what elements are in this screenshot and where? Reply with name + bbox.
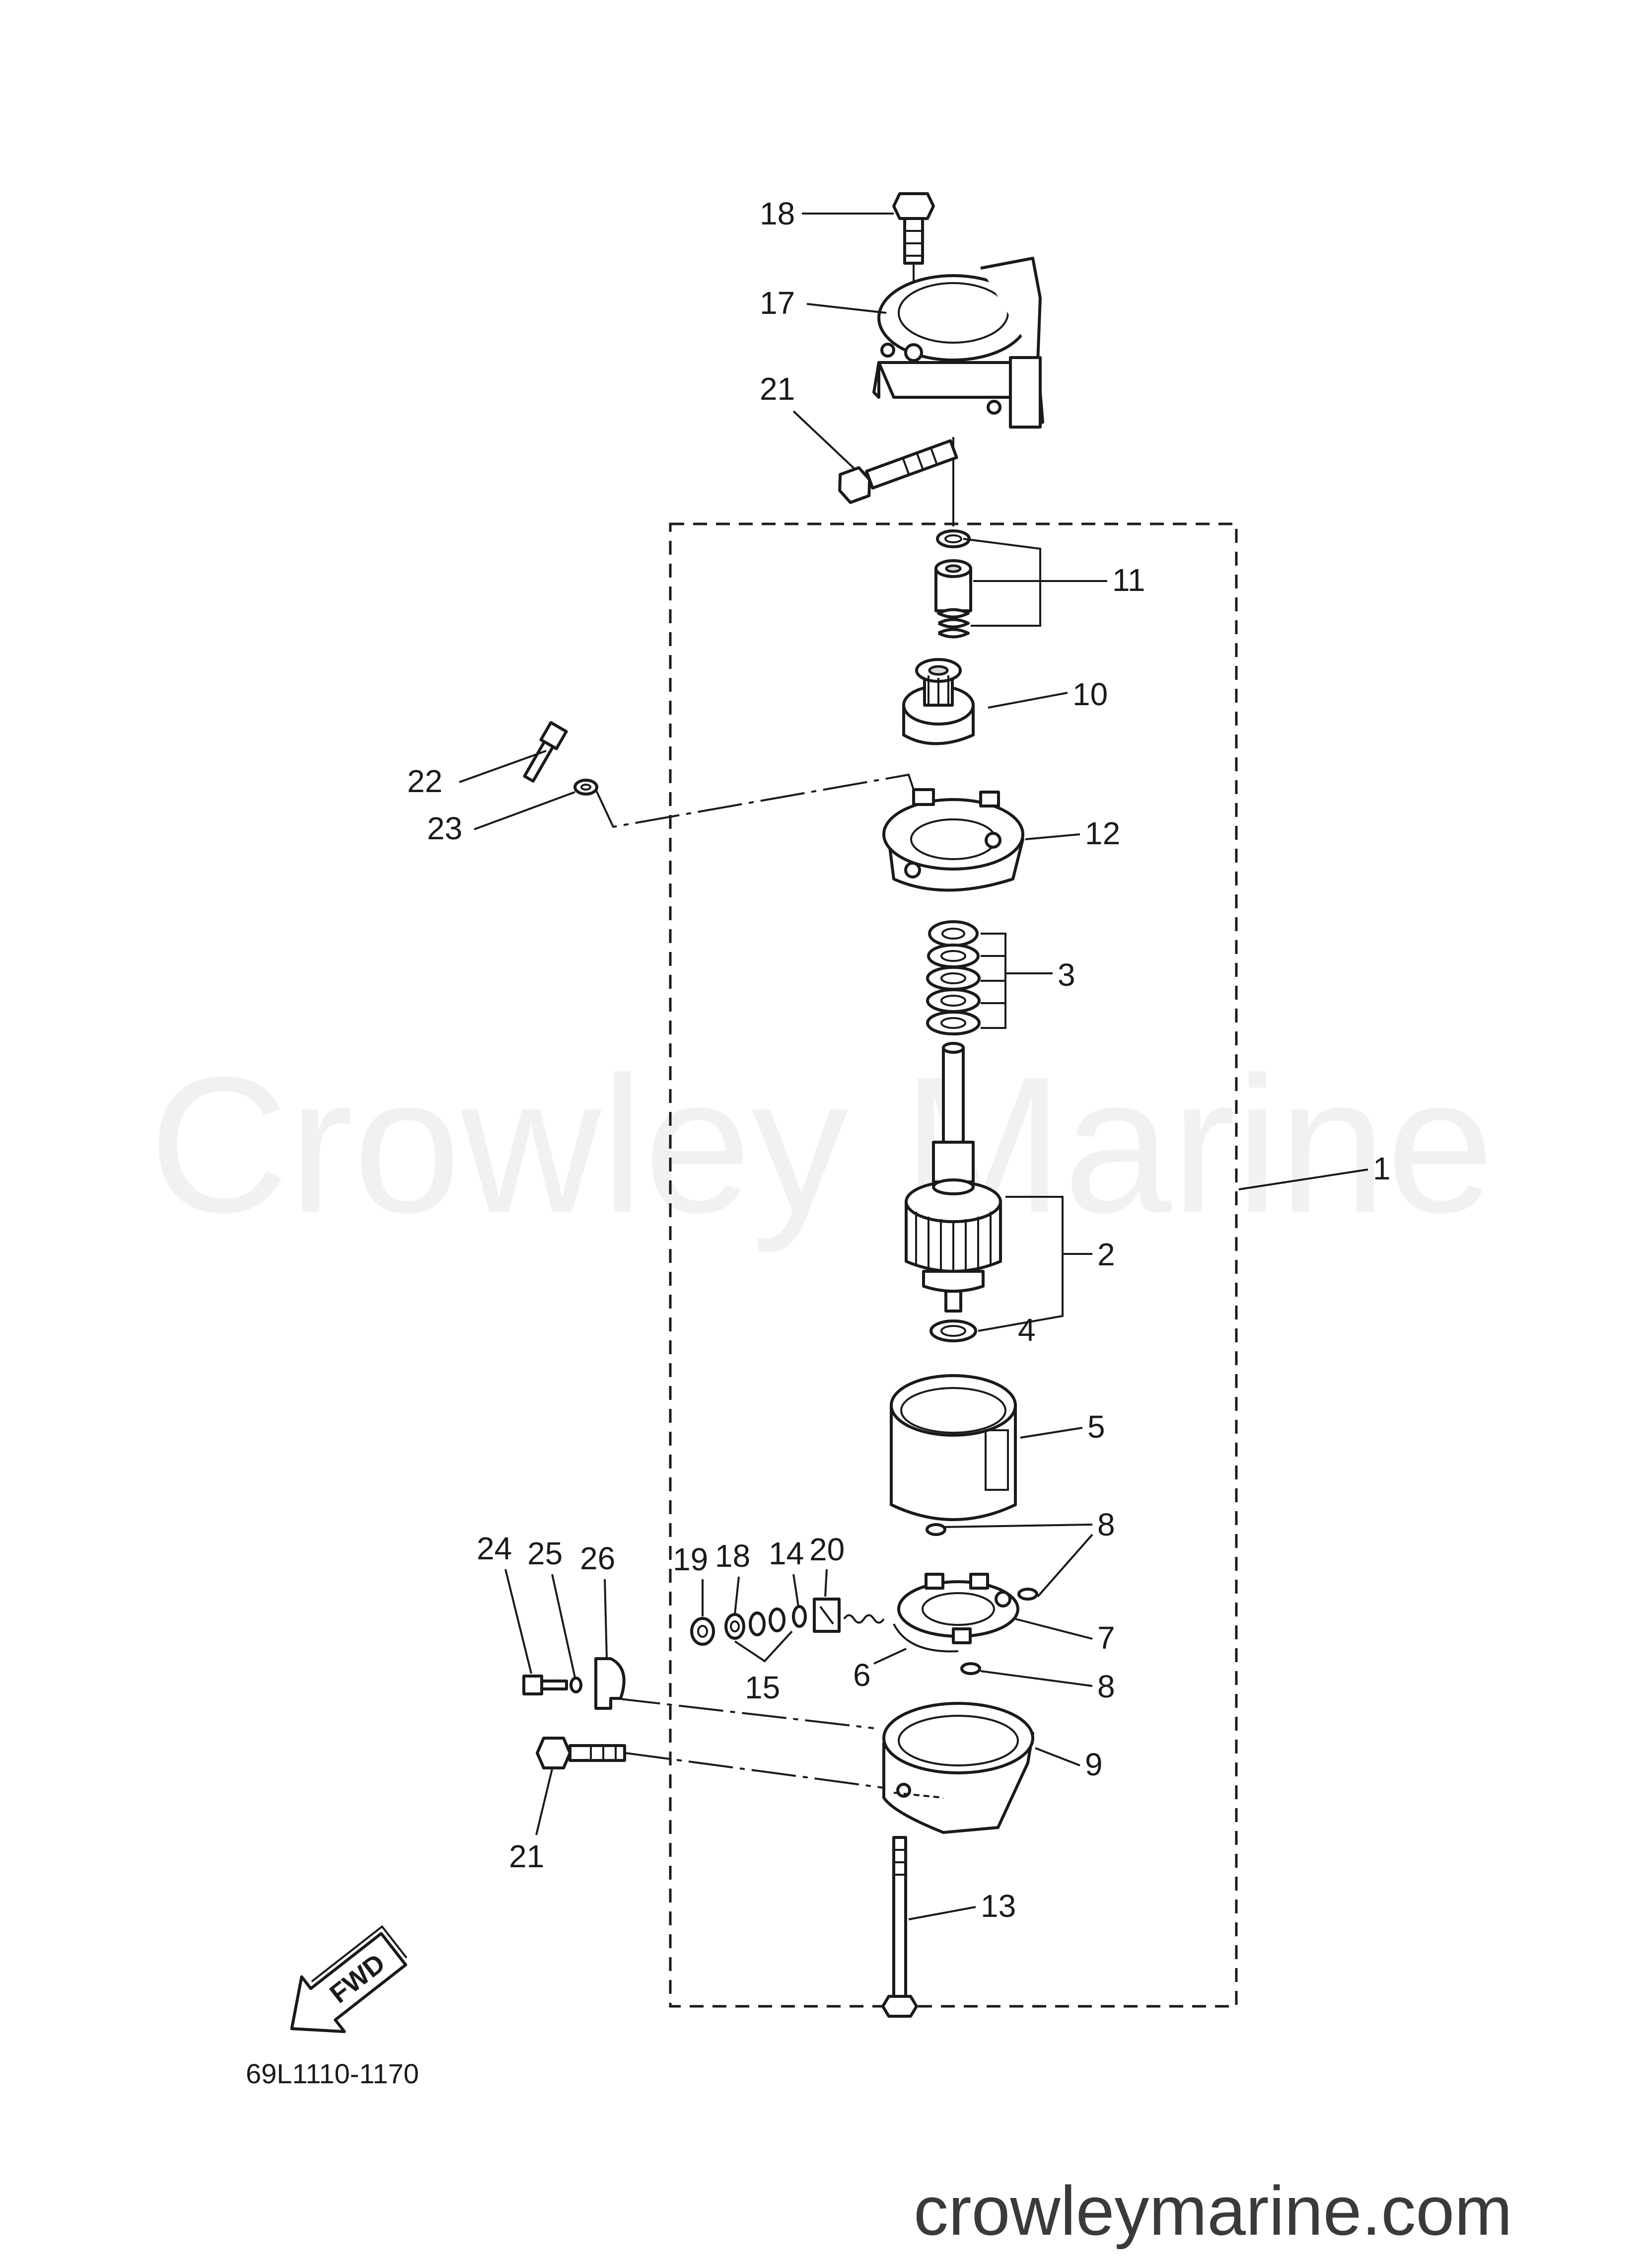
callout-1: 1 [1373, 1151, 1391, 1186]
part-18-insulator [813, 1598, 841, 1633]
part-7-brush-holder [897, 1573, 1019, 1644]
callout-10: 10 [1072, 676, 1108, 712]
part-11-clip-collar-spring [934, 529, 972, 639]
part-20-bolt [892, 192, 935, 265]
callout-8-bottom: 8 [1097, 1669, 1115, 1704]
callout-12: 12 [1085, 815, 1120, 851]
part-23-axis [595, 773, 915, 828]
part-22-screw [523, 721, 568, 783]
diagram-code: 69L1110-1170 [246, 2058, 419, 2089]
watermark: Crowley Marine [149, 1036, 1494, 1254]
part-19-upper-bracket [872, 257, 1044, 429]
part-2-armature [905, 1042, 1002, 1313]
part-14-washer [792, 1605, 807, 1628]
callout-21-upper: 21 [760, 371, 795, 407]
part-12-front-cover [882, 788, 1024, 892]
part-5-yoke [890, 1374, 1017, 1521]
fwd-arrow-icon: FWD [290, 1925, 408, 2033]
callout-20: 18 [760, 196, 795, 231]
callout-21-lower: 21 [509, 1838, 544, 1874]
callout-19: 17 [760, 285, 795, 321]
part-21-lower-axis [625, 1752, 884, 1789]
part-15-washer-set [749, 1608, 785, 1636]
callout-25: 25 [527, 1536, 563, 1571]
part-3-washer [929, 1319, 977, 1342]
part-23-washer [573, 779, 598, 796]
callout-24: 24 [477, 1531, 512, 1566]
callout-15: 15 [745, 1670, 780, 1705]
callout-13: 13 [981, 1888, 1016, 1924]
part-8-screw-set [926, 1523, 1038, 1675]
callout-labels: 18 17 21 11 10 22 23 12 3 1 2 4 5 8 7 8 … [407, 196, 1391, 1924]
callout-2: 2 [1097, 1237, 1115, 1272]
part-10-pinion-gear [902, 658, 975, 745]
callout-5: 5 [1087, 1409, 1105, 1445]
callout-16: 18 [715, 1538, 750, 1574]
callout-14: 14 [769, 1536, 804, 1571]
callout-7: 7 [1097, 1620, 1115, 1656]
part-26-clamp [594, 1657, 626, 1710]
callout-3: 4 [1018, 1312, 1036, 1348]
part-25-washer [570, 1677, 582, 1693]
part-21-upper-bolt [838, 439, 958, 504]
part-15-bracket [734, 1630, 793, 1663]
footer-url: crowleymarine.com [914, 2172, 1512, 2250]
part-9-rear-cover [882, 1702, 1034, 1834]
part-26-axis [615, 1697, 874, 1729]
callout-8-top: 8 [1097, 1507, 1115, 1542]
callout-6: 6 [853, 1657, 871, 1693]
callout-9: 9 [1085, 1747, 1103, 1782]
part-17-nut [690, 1617, 715, 1646]
callout-23: 23 [427, 810, 462, 846]
part-16-nut [724, 1613, 745, 1640]
part-13-through-bolt [881, 1836, 918, 2018]
part-21-lower-bolt [536, 1737, 626, 1769]
part-24-screw [522, 1675, 568, 1695]
callout-22: 22 [407, 763, 442, 799]
leader-lines [459, 213, 1368, 1920]
callout-17: 19 [673, 1541, 708, 1577]
part-4-shim-set [926, 920, 981, 1035]
callout-26: 26 [580, 1540, 615, 1576]
callout-18: 20 [809, 1532, 845, 1567]
callout-4: 3 [1058, 957, 1075, 993]
part-6-brush-spring [843, 1614, 959, 1653]
callout-11: 11 [1112, 562, 1145, 598]
